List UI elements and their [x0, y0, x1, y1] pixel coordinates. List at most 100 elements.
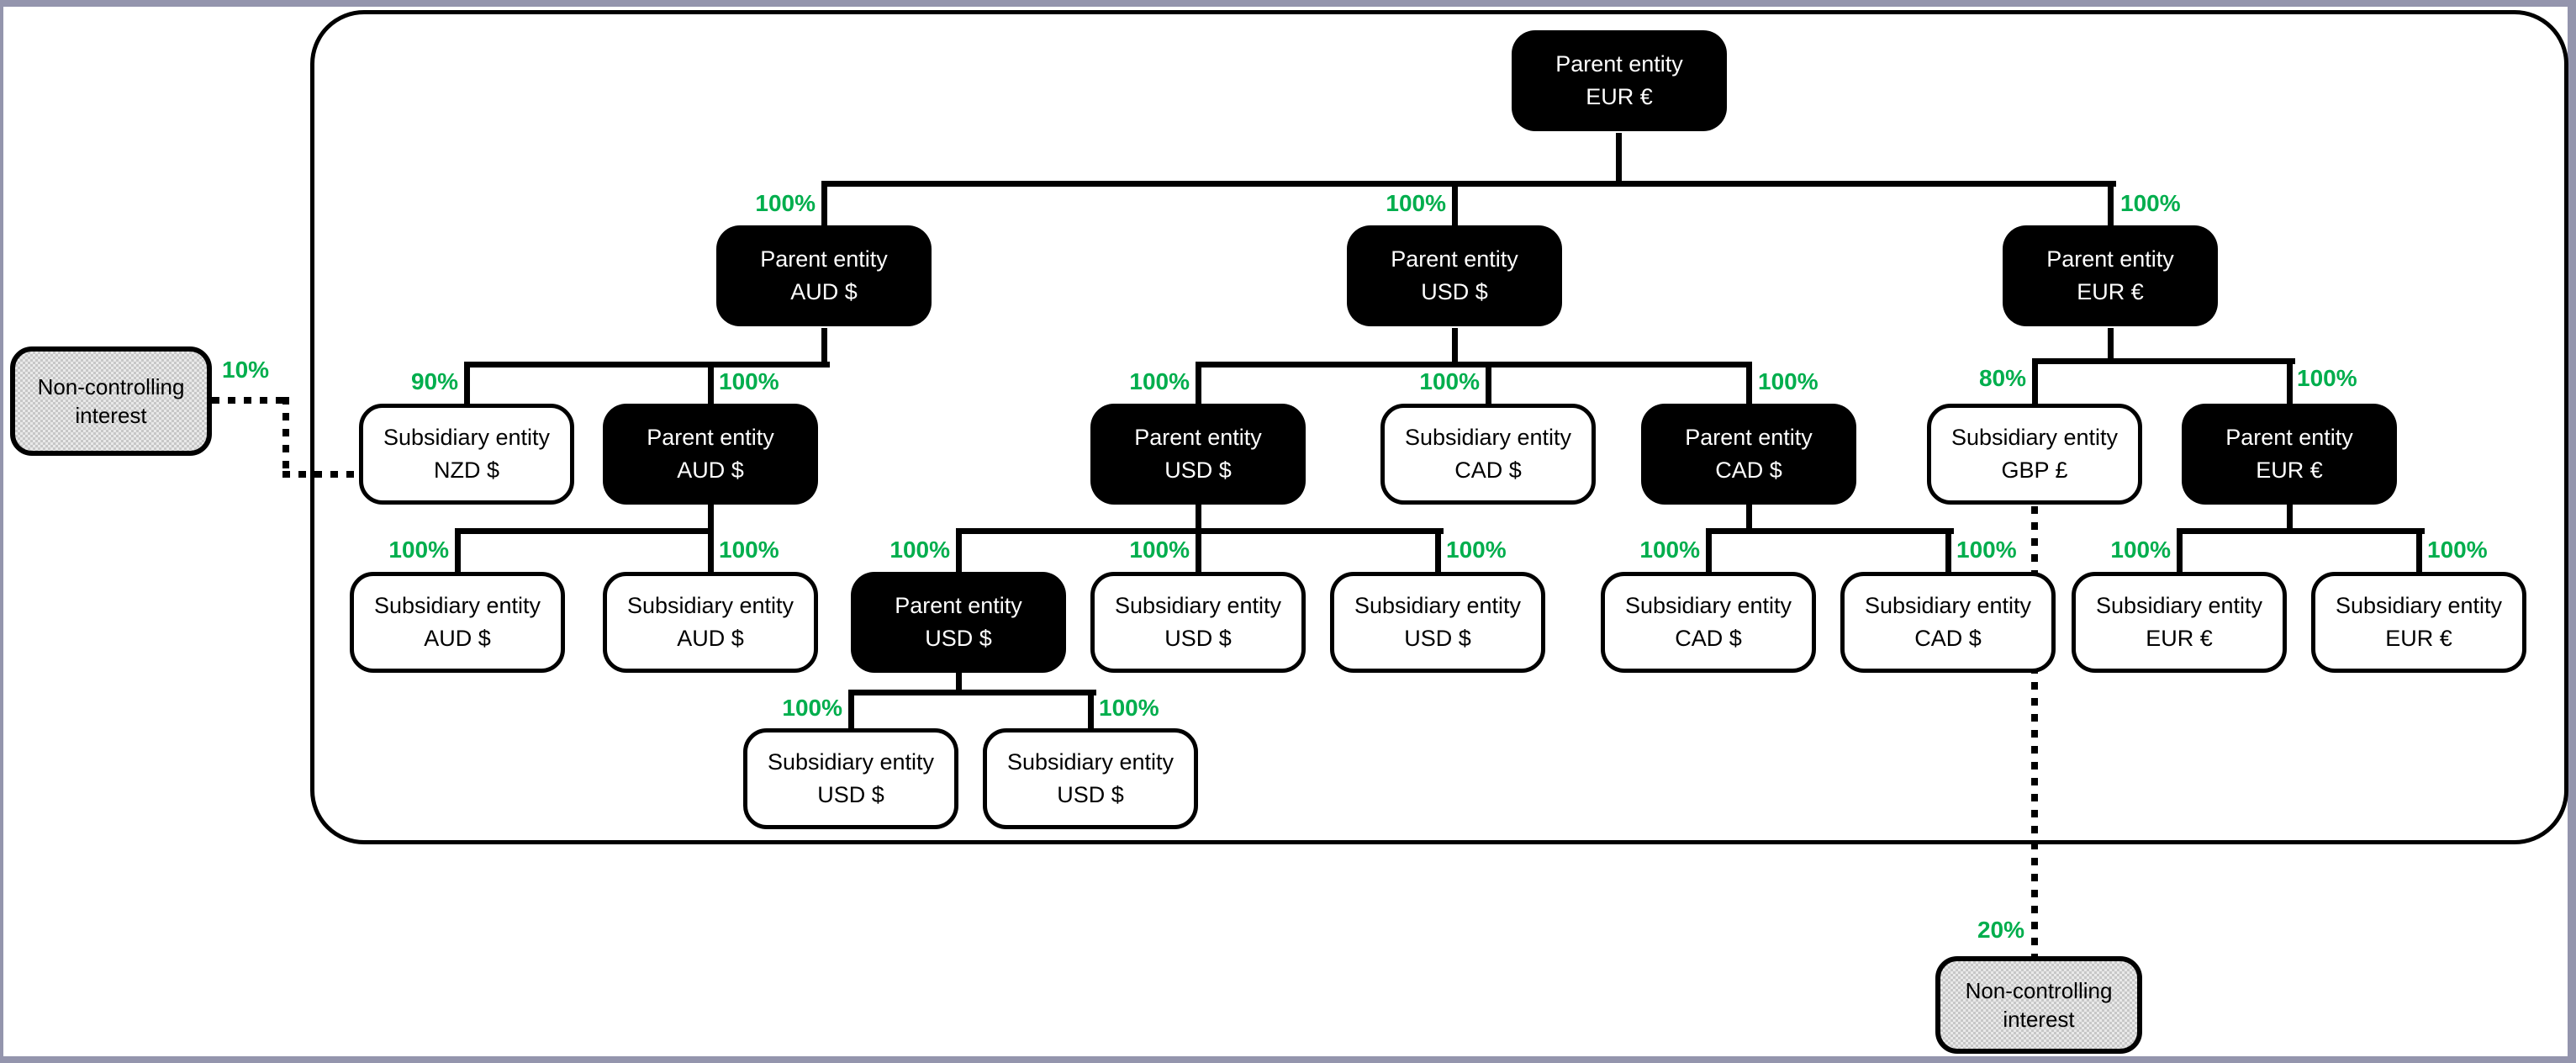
- connector-line: [2032, 358, 2038, 404]
- node-subsidiary-cad-1: Subsidiary entity CAD $: [1601, 572, 1816, 673]
- node-label: Subsidiary entity: [1114, 593, 1282, 618]
- ownership-label: 90%: [410, 368, 458, 394]
- connector-line: [1706, 528, 1954, 534]
- node-currency: AUD $: [677, 626, 744, 651]
- node-label: Parent entity: [647, 425, 774, 450]
- node-currency: EUR €: [2146, 626, 2213, 651]
- nci-dotted-line: [282, 471, 363, 478]
- ownership-label: 100%: [1639, 537, 1700, 563]
- node-currency: AUD $: [424, 626, 491, 651]
- connector-line: [848, 690, 1096, 695]
- node-label: Parent entity: [1555, 51, 1683, 77]
- node-subsidiary-nzd: Subsidiary entity NZD $: [359, 404, 574, 505]
- node-label: Subsidiary entity: [626, 593, 794, 618]
- connector-line: [1746, 362, 1752, 404]
- node-label: Subsidiary entity: [1950, 425, 2119, 450]
- node-parent-usd-3: Parent entity USD $: [851, 572, 1066, 673]
- node-parent-usd-2: Parent entity USD $: [1090, 404, 1306, 505]
- connector-line: [821, 328, 827, 368]
- node-label: Non-controlling: [1965, 978, 2113, 1003]
- node-subsidiary-eur-1: Subsidiary entity EUR €: [2072, 572, 2287, 673]
- nci-dotted-line: [282, 397, 289, 476]
- node-parent-aud: Parent entity AUD $: [716, 225, 932, 326]
- ownership-label: 100%: [1129, 537, 1190, 563]
- node-currency: USD $: [1164, 457, 1232, 483]
- ownership-label: 100%: [719, 537, 779, 563]
- connector-line: [2287, 505, 2293, 534]
- node-parent-eur-3: Parent entity EUR €: [2182, 404, 2397, 505]
- node-currency: CAD $: [1914, 626, 1982, 651]
- connector-line: [455, 528, 461, 572]
- node-non-controlling-interest-bottom: Non-controlling interest: [1935, 956, 2142, 1054]
- connector-line: [2108, 181, 2114, 225]
- ownership-label: 100%: [1956, 537, 2017, 563]
- node-label: Subsidiary entity: [1624, 593, 1792, 618]
- connector-line: [1452, 181, 1458, 225]
- connector-line: [956, 528, 962, 572]
- connector-line: [1945, 528, 1951, 572]
- connector-line: [708, 505, 714, 534]
- node-label: Subsidiary entity: [1354, 593, 1522, 618]
- node-currency: USD $: [1404, 626, 1471, 651]
- node-subsidiary-cad-2: Subsidiary entity CAD $: [1840, 572, 2056, 673]
- node-label: interest: [75, 403, 147, 428]
- node-parent-eur-2: Parent entity EUR €: [2003, 225, 2218, 326]
- node-subsidiary-gbp: Subsidiary entity GBP £: [1927, 404, 2142, 505]
- node-parent-eur-root: Parent entity EUR €: [1512, 30, 1727, 131]
- ownership-label: 100%: [719, 368, 779, 394]
- connector-line: [2177, 528, 2425, 534]
- ownership-label: 20%: [1977, 917, 2024, 943]
- connector-line: [821, 181, 2116, 187]
- nci-dotted-line: [2031, 506, 2038, 956]
- node-currency: GBP £: [2001, 457, 2068, 483]
- connector-line: [464, 362, 830, 368]
- node-currency: EUR €: [2077, 279, 2144, 304]
- node-subsidiary-eur-2: Subsidiary entity EUR €: [2311, 572, 2526, 673]
- connector-line: [708, 362, 714, 404]
- connector-line: [956, 673, 962, 695]
- node-subsidiary-aud-2: Subsidiary entity AUD $: [603, 572, 818, 673]
- ownership-label: 100%: [2427, 537, 2488, 563]
- node-label: Subsidiary entity: [1006, 749, 1175, 775]
- ownership-label: 80%: [1978, 365, 2026, 391]
- ownership-label: 100%: [1758, 368, 1819, 394]
- node-currency: CAD $: [1675, 626, 1742, 651]
- connector-line: [708, 528, 714, 572]
- node-label: Subsidiary entity: [1404, 425, 1572, 450]
- node-subsidiary-usd-1: Subsidiary entity USD $: [1090, 572, 1306, 673]
- node-currency: USD $: [1057, 782, 1124, 807]
- connector-line: [821, 181, 827, 225]
- connector-line: [1196, 528, 1201, 572]
- ownership-label: 10%: [222, 357, 270, 383]
- nci-dotted-line: [212, 397, 291, 404]
- node-currency: USD $: [817, 782, 884, 807]
- connector-line: [848, 690, 854, 728]
- node-label: Parent entity: [2046, 246, 2174, 272]
- node-label: interest: [2003, 1007, 2075, 1032]
- connector-line: [2032, 358, 2295, 364]
- node-label: Parent entity: [1134, 425, 1262, 450]
- ownership-label: 100%: [782, 695, 842, 721]
- node-label: Subsidiary entity: [373, 593, 541, 618]
- connector-line: [1706, 528, 1712, 572]
- ownership-label: 100%: [1099, 695, 1159, 721]
- node-label: Subsidiary entity: [2095, 593, 2263, 618]
- ownership-label: 100%: [388, 537, 449, 563]
- ownership-label: 100%: [2297, 365, 2357, 391]
- connector-line: [2177, 528, 2183, 572]
- node-parent-usd: Parent entity USD $: [1347, 225, 1562, 326]
- node-non-controlling-interest-left: Non-controlling interest: [10, 346, 212, 456]
- node-label: Parent entity: [2225, 425, 2353, 450]
- connector-line: [1196, 362, 1201, 404]
- node-parent-aud-2: Parent entity AUD $: [603, 404, 818, 505]
- ownership-label: 100%: [2110, 537, 2171, 563]
- ownership-label: 100%: [2120, 190, 2181, 216]
- connector-line: [1196, 362, 1752, 368]
- node-currency: USD $: [1164, 626, 1232, 651]
- ownership-label: 100%: [889, 537, 950, 563]
- connector-line: [1616, 133, 1622, 187]
- node-subsidiary-cad: Subsidiary entity CAD $: [1380, 404, 1596, 505]
- node-label: Parent entity: [895, 593, 1022, 618]
- connector-line: [1435, 528, 1441, 572]
- node-currency: EUR €: [2256, 457, 2323, 483]
